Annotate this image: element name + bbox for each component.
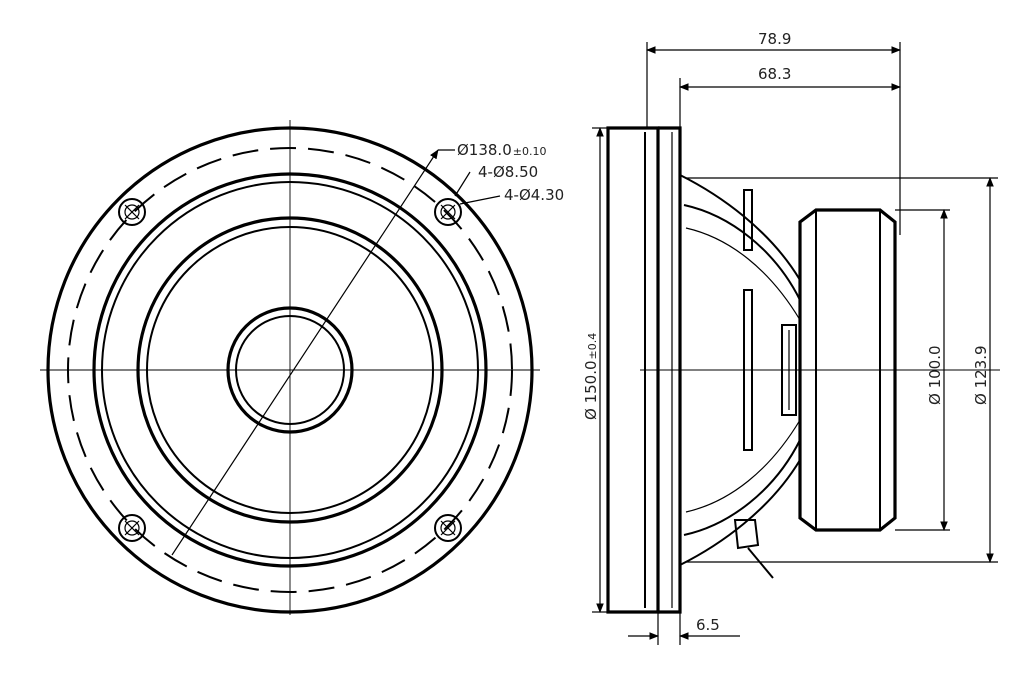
mounting-hole-bl: [118, 514, 146, 542]
terminal: [733, 519, 760, 550]
cone-outer: [136, 216, 444, 524]
mounting-hole-tl: [118, 198, 146, 226]
terminal-wire: [747, 547, 774, 579]
diameter-leader: [171, 149, 439, 556]
spider-top: [743, 189, 753, 251]
dust-cap-outer: [226, 306, 354, 434]
side-view: 78.9 68.3 6.5 Ø 150.0±0.4 Ø 100.0 Ø 123.…: [582, 30, 1000, 645]
dia-100-label: Ø 100.0: [926, 345, 944, 405]
hole-leader-inner: [459, 195, 501, 205]
flange-label: 6.5: [696, 616, 720, 634]
depth-body-label: 68.3: [758, 65, 791, 83]
basket-upper-2: [683, 204, 801, 301]
dia-150-label: Ø 150.0±0.4: [582, 333, 600, 420]
basket-lower-3: [685, 419, 801, 513]
basket-upper-1: [679, 174, 801, 281]
frame-plate: [658, 126, 682, 614]
holes-outer-label: 4-Ø8.50: [478, 163, 538, 181]
basket-upper-3: [685, 227, 801, 321]
dia-outer-label: Ø138.0±0.10: [457, 141, 546, 159]
depth-total-label: 78.9: [758, 30, 791, 48]
basket-lower-2: [683, 439, 801, 536]
holes-inner-label: 4-Ø4.30: [504, 186, 564, 204]
frame-dashed-ring: [67, 147, 513, 593]
surround-outer: [101, 181, 479, 559]
frame-inner-ring: [92, 172, 488, 568]
front-view: Ø138.0±0.10 4-Ø8.50 4-Ø4.30: [40, 120, 564, 615]
mounting-hole-br: [434, 514, 462, 542]
spider-center: [743, 289, 753, 451]
pole-piece: [781, 324, 797, 416]
cone-inner: [146, 226, 434, 514]
frame-outer: [46, 126, 534, 614]
mounting-hole-tr: [434, 198, 462, 226]
dust-cap-inner: [235, 315, 345, 425]
basket-lower-1: [679, 459, 801, 566]
magnet-body: [798, 208, 897, 532]
hole-leader-outer: [454, 171, 471, 197]
dia-123-label: Ø 123.9: [972, 345, 990, 405]
